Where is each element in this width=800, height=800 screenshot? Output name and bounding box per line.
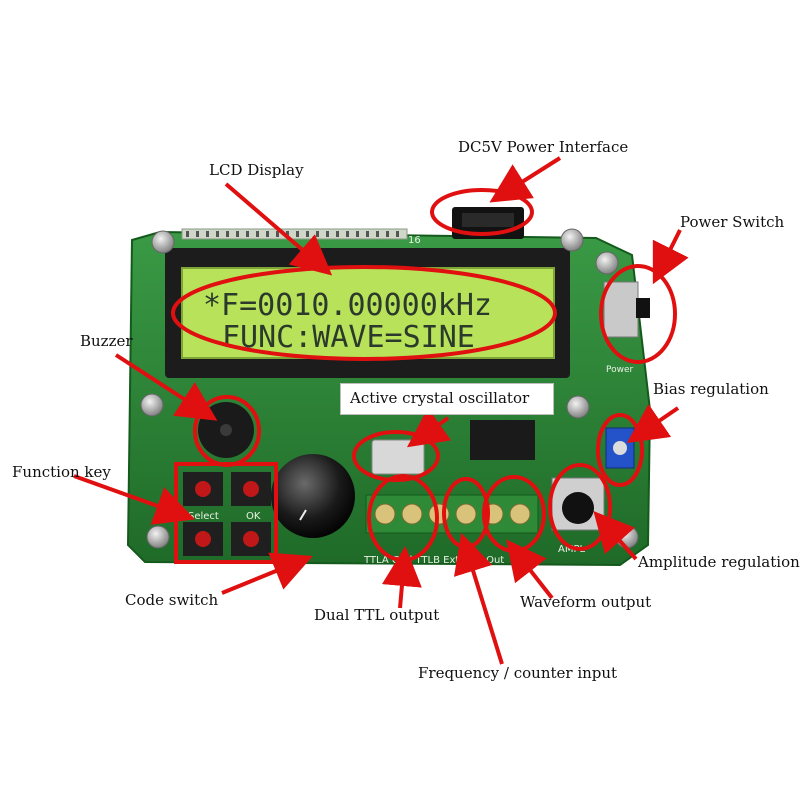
power-silk-label: Power <box>606 365 634 375</box>
callout-code-switch: Code switch <box>125 591 219 609</box>
terminal-silk-label: TTLA Gnd TTLB Ext Gnd Out <box>363 555 504 566</box>
rotary-knob <box>271 454 355 538</box>
callout-function-key: Function key <box>12 463 111 481</box>
power-switch: Power <box>603 281 650 375</box>
callout-active-crystal: Active crystal oscillator <box>350 389 530 407</box>
callout-amplitude-regulation: Amplitude regulation <box>638 553 800 571</box>
callout-dual-ttl: Dual TTL output <box>314 606 440 624</box>
ic-chip <box>470 420 535 460</box>
lcd-module: *F=0010.00000kHz FUNC:WAVE=SINE <box>165 248 570 378</box>
lcd-line-2: FUNC:WAVE=SINE <box>222 320 475 355</box>
active-crystal-label-box <box>340 383 554 415</box>
bias-trimmer <box>605 427 635 469</box>
callout-bias-regulation: Bias regulation <box>653 380 769 398</box>
callout-frequency-counter: Frequency / counter input <box>418 664 618 682</box>
header-number-label: 16 <box>408 235 421 246</box>
callout-power-switch: Power Switch <box>680 213 785 231</box>
callout-waveform-output: Waveform output <box>520 593 652 611</box>
select-silk-label: Select <box>188 511 219 522</box>
terminal-block: TTLA Gnd TTLB Ext Gnd Out <box>363 494 539 566</box>
lcd-line-1: *F=0010.00000kHz <box>203 288 492 323</box>
callout-buzzer: Buzzer <box>80 332 133 350</box>
ok-silk-label: OK <box>246 511 261 522</box>
crystal-oscillator <box>371 439 425 475</box>
buzzer <box>198 402 254 458</box>
annotation-arrows <box>73 156 689 665</box>
callout-lcd-display: LCD Display <box>209 161 304 179</box>
callout-dc-power: DC5V Power Interface <box>458 138 629 156</box>
